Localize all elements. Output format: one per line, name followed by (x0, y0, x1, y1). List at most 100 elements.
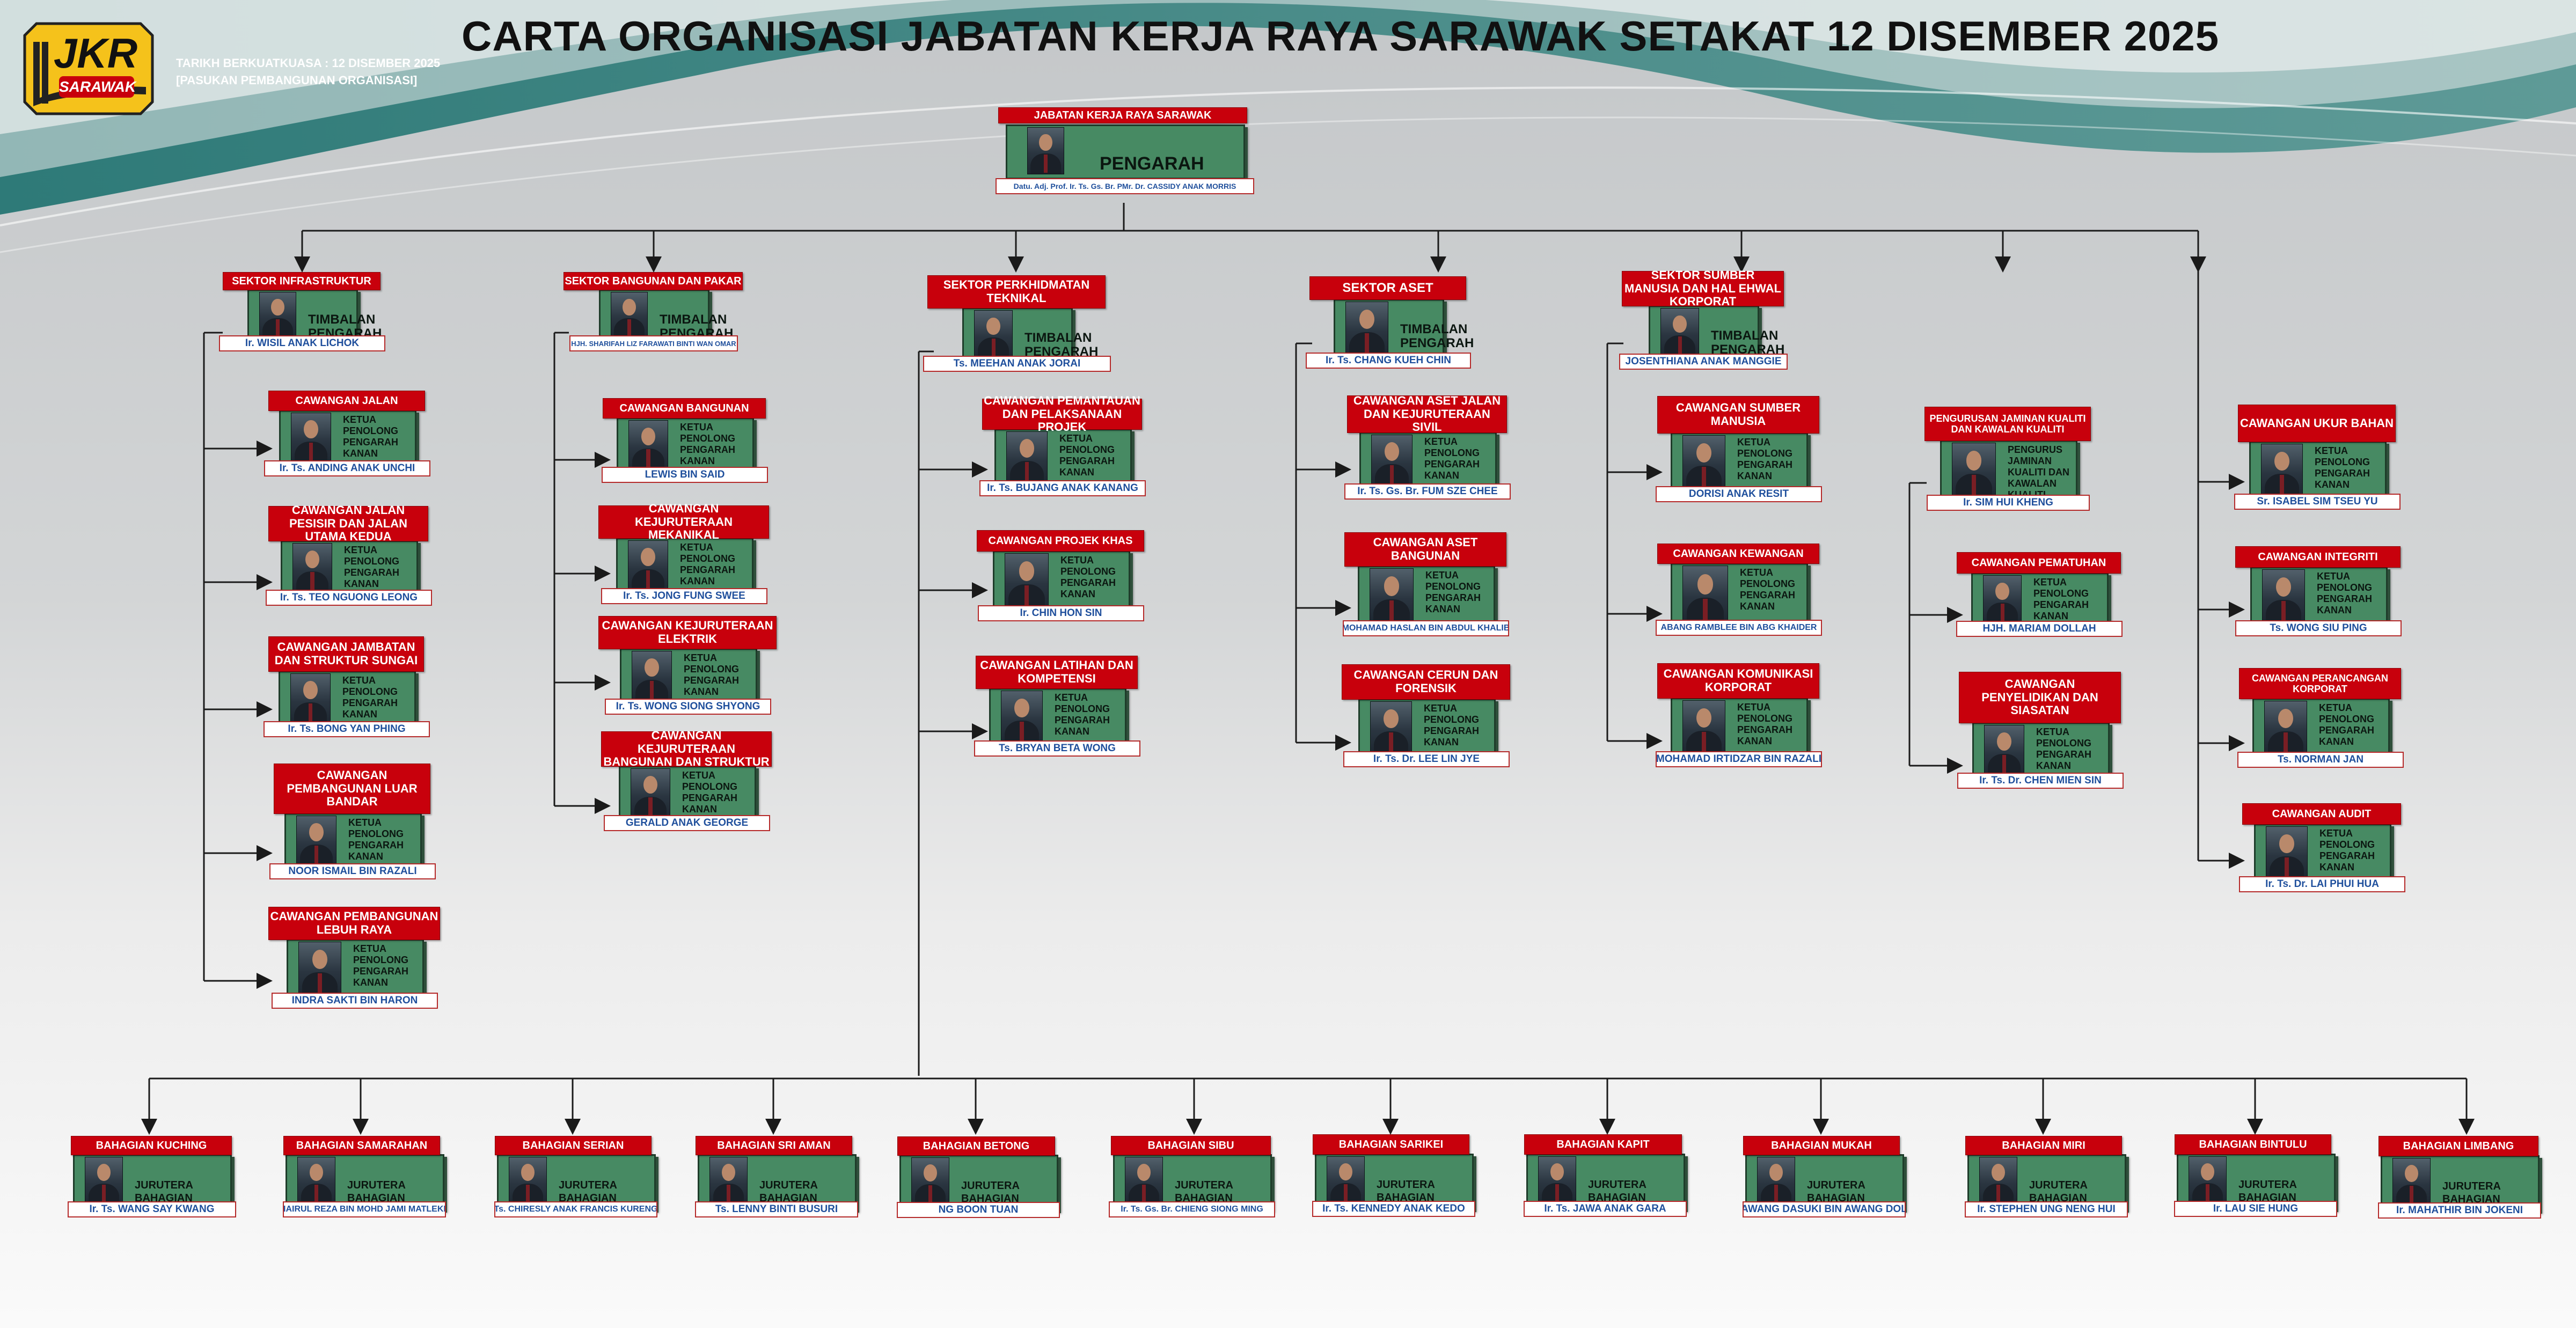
node-role: KETUA PENOLONG PENGARAH KANAN (680, 542, 736, 586)
logo-text: JKR (54, 30, 138, 77)
portrait-photo (709, 1157, 748, 1205)
node-role: JURUTERA BAHAGIAN (1175, 1179, 1233, 1204)
node-header: BAHAGIAN KUCHING (71, 1136, 232, 1155)
node-role: TIMBALAN PENGARAH (1024, 331, 1099, 359)
node-role: JURUTERA BAHAGIAN (2029, 1179, 2088, 1204)
portrait-photo (628, 420, 668, 471)
node-header: BAHAGIAN SIBU (1111, 1136, 1271, 1155)
portrait-photo (2262, 569, 2305, 624)
node-role: JURUTERA BAHAGIAN (347, 1179, 406, 1204)
portrait-photo (2392, 1158, 2431, 1206)
portrait-photo (1370, 701, 1412, 755)
node-role: KETUA PENOLONG PENGARAH KANAN (2319, 702, 2375, 747)
node-role: KETUA PENOLONG PENGARAH KANAN (344, 545, 400, 589)
person-name: Ir. LAU SIE HUNG (2174, 1201, 2337, 1217)
portrait-photo (1757, 1157, 1795, 1205)
node-header: CAWANGAN KEJURUTERAAN ELEKTRIK (598, 616, 777, 649)
person-name: Ts. WONG SIU PING (2235, 620, 2402, 636)
node-role: KETUA PENOLONG PENGARAH KANAN (1737, 437, 1793, 481)
portrait-photo (2266, 826, 2308, 880)
person-name: Ir. Ts. ANDING ANAK UNCHI (264, 460, 430, 476)
portrait-photo (628, 540, 668, 592)
node-header: CAWANGAN PROJEK KHAS (977, 530, 1144, 552)
person-name: HJH. SHARIFAH LIZ FARAWATI BINTI WAN OMA… (569, 335, 738, 351)
node-role: JURUTERA BAHAGIAN (1807, 1179, 1865, 1204)
node-role: PENGARAH (1100, 153, 1204, 174)
node-role: KETUA PENOLONG PENGARAH KANAN (2033, 577, 2089, 621)
node-role: KETUA PENOLONG PENGARAH KANAN (348, 817, 404, 862)
node-role: JURUTERA BAHAGIAN (1377, 1179, 1435, 1204)
portrait-photo (259, 292, 296, 339)
portrait-photo (611, 292, 648, 339)
node-header: CAWANGAN PEMBANGUNAN LUAR BANDAR (274, 764, 430, 814)
person-name: Ir. Ts. Gs. Br. FUM SZE CHEE (1344, 483, 1511, 500)
portrait-photo (291, 413, 331, 464)
person-name: Ir. Ts. WANG SAY KWANG (68, 1201, 236, 1217)
node-header: CAWANGAN PEMBANGUNAN LEBUH RAYA (268, 907, 440, 940)
node-header: BAHAGIAN KAPIT (1524, 1134, 1682, 1155)
node-role: KETUA PENOLONG PENGARAH KANAN (1424, 436, 1480, 481)
node-role: KETUA PENOLONG PENGARAH KANAN (1740, 567, 1796, 612)
node-header: CAWANGAN KEJURUTERAAN BANGUNAN DAN STRUK… (601, 729, 772, 768)
node-role: KETUA PENOLONG PENGARAH KANAN (682, 770, 738, 815)
person-name: Ir. Ts. Gs. Br. CHIENG SIONG MING (1109, 1201, 1275, 1217)
person-name: JOSENTHIANA ANAK MANGGIE (1619, 354, 1788, 370)
node-role: KETUA PENOLONG PENGARAH KANAN (1424, 703, 1480, 747)
portrait-photo (1660, 308, 1699, 357)
node-role: KETUA PENOLONG PENGARAH KANAN (2319, 828, 2375, 872)
node-header: CAWANGAN CERUN DAN FORENSIK (1342, 664, 1510, 700)
person-name: Sr. ISABEL SIM TSEU YU (2234, 494, 2401, 510)
node-role: JURUTERA BAHAGIAN (2238, 1179, 2297, 1204)
logo-subtext: SARAWAK (59, 76, 136, 98)
node-role: KETUA PENOLONG PENGARAH KANAN (2036, 727, 2092, 771)
node-header: BAHAGIAN SARIKEI (1313, 1134, 1469, 1155)
node-header: CAWANGAN LATIHAN DAN KOMPETENSI (976, 656, 1138, 689)
portrait-photo (1979, 1157, 2017, 1205)
node-header: CAWANGAN ASET JALAN DAN KEJURUTERAAN SIV… (1347, 394, 1507, 434)
node-header: SEKTOR SUMBER MANUSIA DAN HAL EHWAL KORP… (1622, 268, 1784, 308)
node-role: TIMBALAN PENGARAH (1711, 328, 1785, 357)
portrait-photo (2261, 444, 2303, 497)
node-header: CAWANGAN JALAN (268, 391, 425, 411)
node-header: CAWANGAN KEJURUTERAAN MEKANIKAL (598, 502, 769, 541)
node-header: BAHAGIAN MUKAH (1743, 1136, 1900, 1155)
portrait-photo (290, 673, 331, 725)
node-header: BAHAGIAN LIMBANG (2379, 1136, 2538, 1156)
person-name: Ir. Ts. Dr. LAI PHUI HUA (2239, 876, 2405, 892)
node-header: CAWANGAN BANGUNAN (603, 398, 766, 419)
person-name: Ir. Ts. CHANG KUEH CHIN (1306, 353, 1471, 369)
person-name: Ir. STEPHEN UNG NENG HUI (1965, 1201, 2128, 1217)
node-role: KETUA PENOLONG PENGARAH KANAN (2317, 571, 2373, 615)
node-header: CAWANGAN JAMBATAN DAN STRUKTUR SUNGAI (268, 636, 424, 672)
node-role: KETUA PENOLONG PENGARAH KANAN (342, 675, 398, 720)
portrait-photo (1327, 1156, 1365, 1205)
portrait-photo (296, 816, 336, 867)
portrait-photo (1005, 553, 1049, 609)
portrait-photo (1984, 725, 2024, 776)
node-header: CAWANGAN KEWANGAN (1657, 544, 1819, 564)
node-header: CAWANGAN UKUR BAHAN (2238, 405, 2396, 442)
portrait-photo (1538, 1156, 1576, 1205)
portrait-photo (1682, 700, 1725, 755)
node-role: KETUA PENOLONG PENGARAH KANAN (353, 943, 409, 988)
node-role: KETUA PENOLONG PENGARAH KANAN (1055, 692, 1110, 737)
node-header: CAWANGAN AUDIT (2242, 803, 2401, 825)
portrait-photo (1371, 435, 1413, 487)
node-header: SEKTOR BANGUNAN DAN PAKAR (564, 272, 743, 290)
portrait-photo (1952, 443, 1996, 498)
person-name: KHAIRUL REZA BIN MOHD JAMI MATLEKER (283, 1201, 446, 1217)
portrait-photo (1006, 431, 1048, 484)
person-name: Ir. Ts. TEO NGUONG LEONG (266, 590, 432, 606)
person-name: NOOR ISMAIL BIN RAZALI (269, 863, 436, 879)
portrait-photo (1027, 127, 1064, 174)
portrait-photo (297, 1157, 335, 1205)
node-header: CAWANGAN PEMANTAUAN DAN PELAKSANAAN PROJ… (982, 394, 1142, 434)
node-role: KETUA PENOLONG PENGARAH KANAN (2315, 445, 2370, 490)
node-role: JURUTERA BAHAGIAN (961, 1180, 1020, 1205)
portrait-photo (974, 310, 1013, 359)
node-header: BAHAGIAN SRI AMAN (696, 1136, 852, 1155)
jkr-logo: JKR SARAWAK (21, 20, 156, 117)
person-name: Ir. Ts. BUJANG ANAK KANANG (979, 480, 1146, 496)
